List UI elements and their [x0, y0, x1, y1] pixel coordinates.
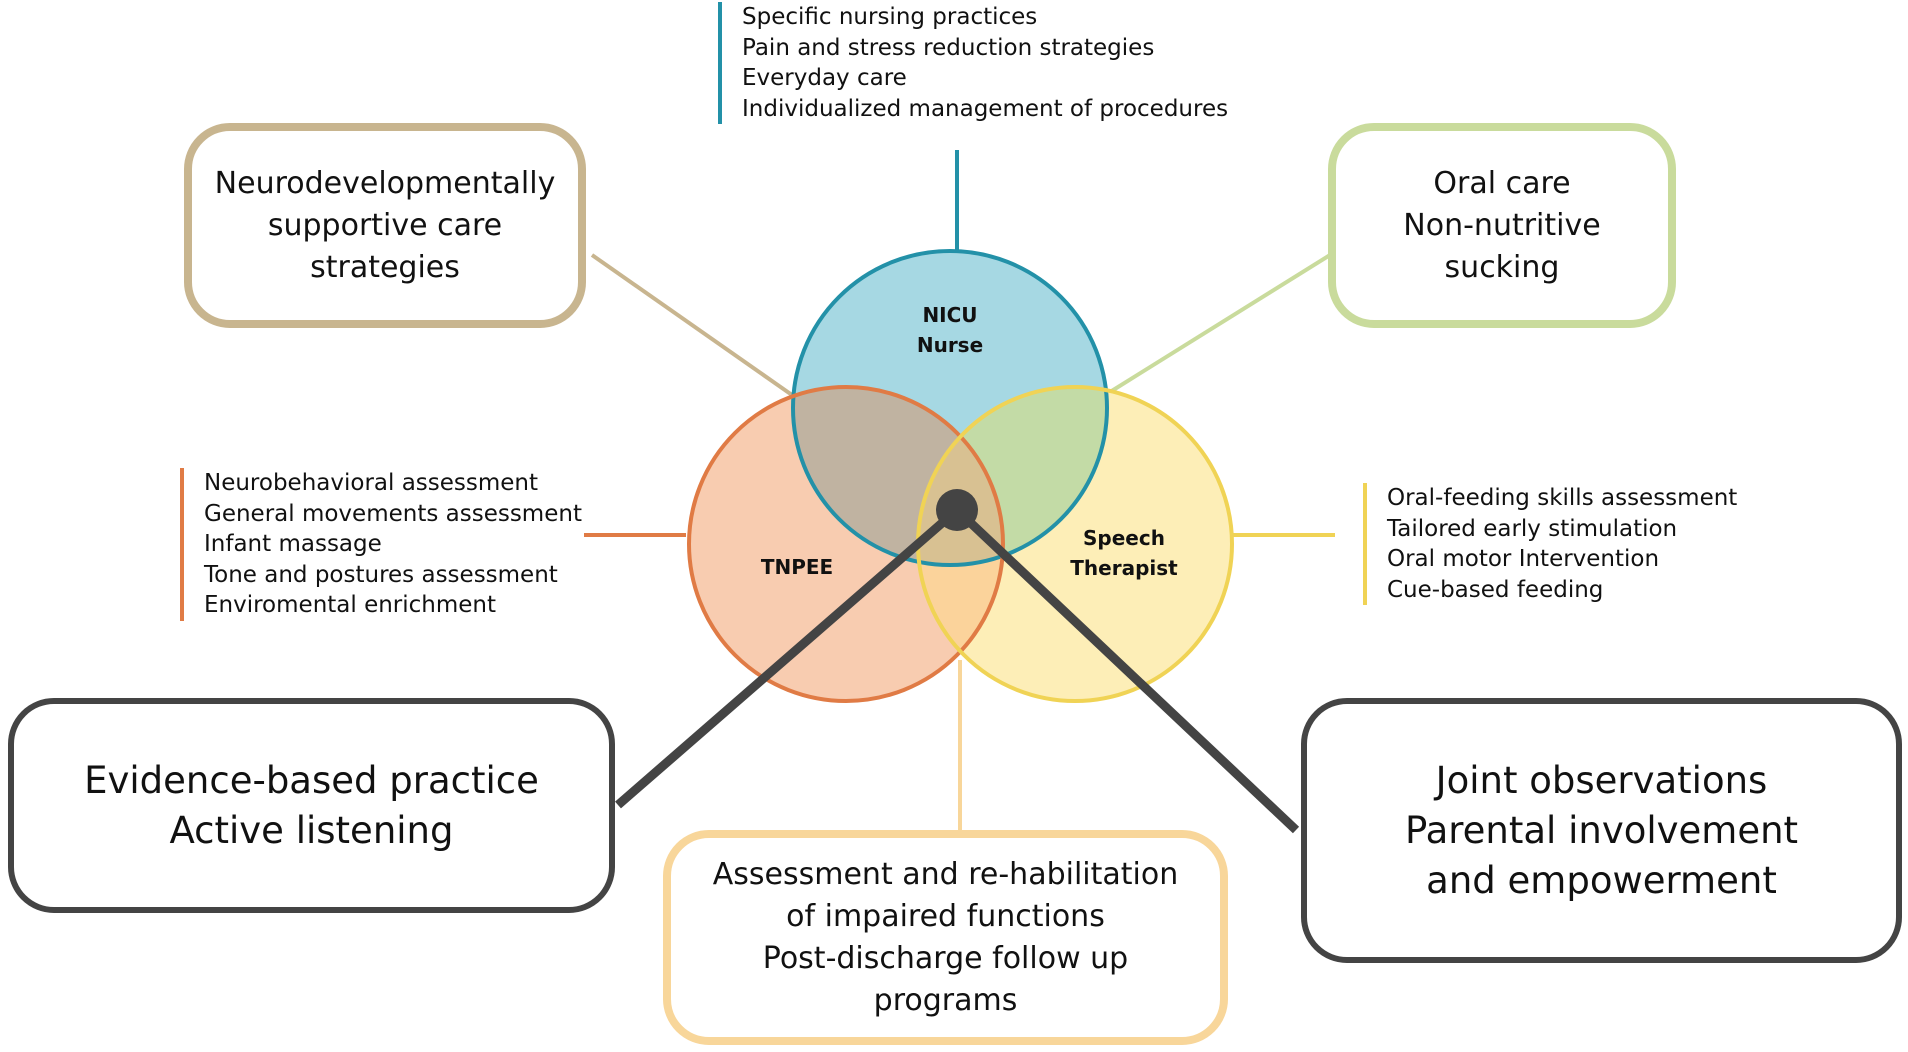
- joint-observations-box: Joint observations Parental involvement …: [1301, 698, 1902, 963]
- tnpee-label: TNPEE: [761, 552, 833, 582]
- bottom-left-connector-line: [615, 506, 960, 809]
- nurse-circle-outline: [791, 249, 1109, 567]
- list-item: Tailored early stimulation: [1387, 515, 1678, 542]
- list-item: Specific nursing practices: [742, 4, 1038, 30]
- list-item: Individualized management of procedures: [742, 95, 1229, 122]
- list-item: Tone and postures assessment: [204, 561, 558, 588]
- box-line: strategies: [310, 249, 460, 285]
- center-dot: [936, 489, 978, 531]
- list-item: Enviromental enrichment: [204, 592, 497, 618]
- neurodevelopmental-care-box: Neurodevelopmentally supportive care str…: [184, 123, 586, 328]
- list-item: Cue-based feeding: [1387, 576, 1604, 603]
- box-line: Oral care: [1433, 165, 1571, 201]
- top-left-connector-line: [590, 253, 794, 397]
- box-line: and empowerment: [1426, 858, 1777, 902]
- tnpee-circle-outline: [687, 385, 1005, 703]
- list-item: Oral motor Intervention: [1387, 546, 1660, 572]
- top-right-connector-line: [1108, 253, 1332, 394]
- box-line: Assessment and re-habilitation: [712, 856, 1179, 892]
- bottom-right-connector-line: [953, 506, 1300, 834]
- box-line: sucking: [1444, 249, 1560, 285]
- list-item: Oral-feeding skills assessment: [1387, 485, 1738, 511]
- box-line: programs: [873, 982, 1018, 1018]
- list-item: General movements assessment: [204, 500, 582, 527]
- speech-label-line-1: Speech: [1083, 526, 1165, 550]
- nurse-practices-list: Specific nursing practices Pain and stre…: [718, 2, 1228, 124]
- box-line: Neurodevelopmentally: [214, 165, 556, 201]
- rehabilitation-box: Assessment and re-habilitation of impair…: [663, 830, 1228, 1045]
- box-line: Non-nutritive: [1403, 207, 1601, 243]
- speech-practices-list: Oral-feeding skills assessment Tailored …: [1363, 483, 1737, 605]
- box-line: Post-discharge follow up: [762, 940, 1129, 976]
- box-line: Evidence-based practice: [84, 758, 539, 802]
- list-item: Neurobehavioral assessment: [204, 470, 539, 496]
- nurse-label-line-2: Nurse: [916, 333, 984, 357]
- oral-care-box: Oral care Non-nutritive sucking: [1328, 123, 1676, 328]
- tnpee-label-line-1: TNPEE: [760, 555, 834, 579]
- list-item: Pain and stress reduction strategies: [742, 34, 1155, 61]
- box-line: supportive care: [267, 207, 503, 243]
- tnpee-practices-list: Neurobehavioral assessment General movem…: [180, 468, 582, 621]
- evidence-based-practice-box: Evidence-based practice Active listening: [8, 698, 615, 913]
- nurse-label-line-1: NICU: [922, 303, 978, 327]
- box-line: Joint observations: [1435, 758, 1768, 802]
- box-line: Active listening: [169, 808, 454, 852]
- box-line: of impaired functions: [786, 898, 1105, 934]
- list-item: Everyday care: [742, 65, 907, 91]
- speech-label-line-2: Therapist: [1070, 556, 1178, 580]
- list-item: Infant massage: [204, 531, 382, 557]
- speech-label: Speech Therapist: [1070, 523, 1177, 583]
- nurse-label: NICU Nurse: [917, 300, 983, 360]
- box-line: Parental involvement: [1404, 808, 1799, 852]
